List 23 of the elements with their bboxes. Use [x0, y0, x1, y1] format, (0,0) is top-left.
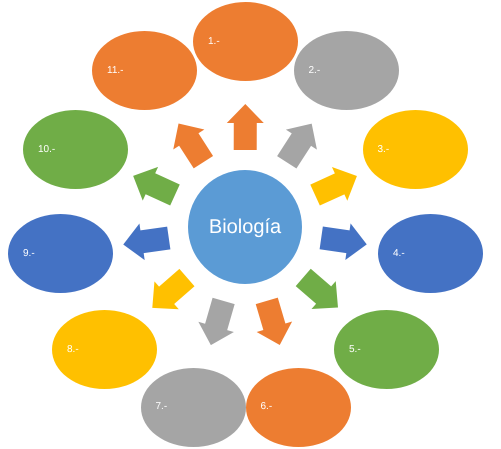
number-label: 5.- — [349, 344, 361, 356]
number-label: 4.- — [393, 248, 405, 260]
number-label: 11.- — [107, 64, 124, 76]
arrow — [256, 298, 292, 345]
number-label: 1.- — [208, 36, 220, 48]
number-label: 7.- — [156, 401, 168, 413]
number-label: 3.- — [378, 144, 390, 156]
arrow — [133, 166, 180, 206]
number-label: 9.- — [23, 248, 35, 260]
arrow — [310, 167, 357, 206]
number-label: 10.- — [38, 144, 56, 156]
number-label: 2.- — [308, 64, 320, 76]
arrow — [277, 124, 317, 169]
number-label: 8.- — [67, 344, 79, 356]
arrow — [173, 124, 214, 168]
arrow — [226, 104, 264, 150]
arrow — [152, 268, 195, 310]
arrow — [296, 268, 338, 310]
arrow — [198, 298, 235, 346]
arrow — [320, 223, 367, 260]
arrow — [123, 223, 170, 260]
topic-label: Biología — [208, 216, 282, 238]
number-label: 6.- — [260, 401, 272, 413]
